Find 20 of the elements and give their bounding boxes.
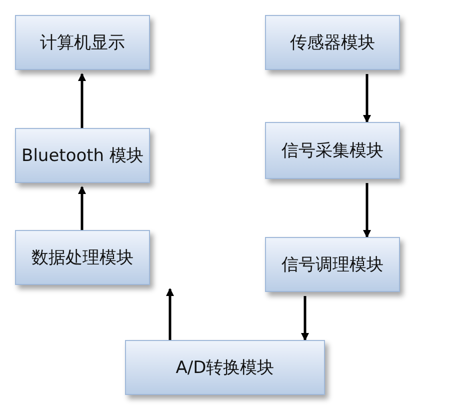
arrow (363, 74, 371, 123)
box-label: 计算机显示 (40, 32, 125, 54)
box-label: 信号采集模块 (282, 140, 384, 162)
arrow (301, 296, 309, 341)
arrow (78, 73, 86, 128)
arrow (78, 186, 86, 230)
box-label: 信号调理模块 (282, 254, 384, 276)
box-label: 数据处理模块 (32, 247, 134, 269)
process-box (265, 122, 400, 179)
arrow (166, 288, 174, 340)
process-box (265, 237, 400, 292)
process-box (15, 128, 150, 183)
process-box (15, 15, 150, 70)
box-label: 传感器模块 (290, 32, 375, 54)
box-label: Bluetooth 模块 (22, 145, 144, 167)
arrow (363, 183, 371, 238)
process-box (125, 340, 325, 395)
process-box (15, 230, 150, 285)
box-label: A/D转换模块 (176, 357, 274, 379)
process-box (265, 15, 400, 70)
